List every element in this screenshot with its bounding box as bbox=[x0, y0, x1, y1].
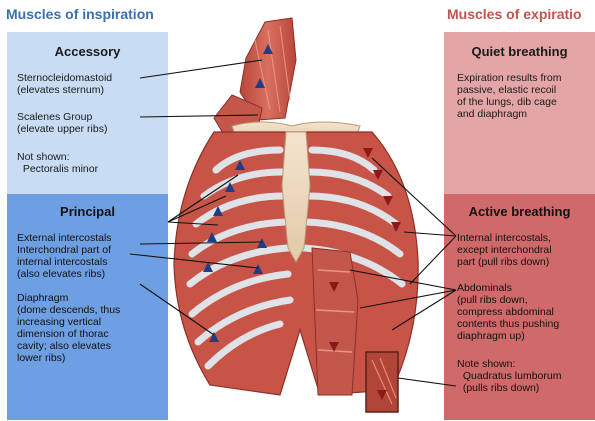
rib-cage-illustration bbox=[0, 0, 595, 421]
